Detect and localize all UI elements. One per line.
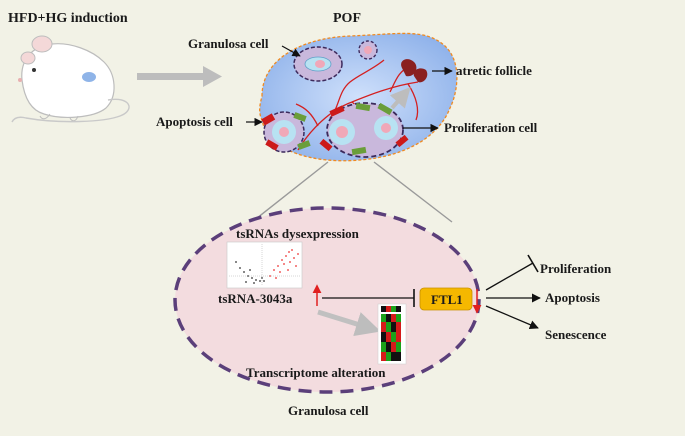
ftl1-label: FTL1 [431,292,463,307]
ftl1-box [419,287,473,311]
apoptosis-cell-label: Apoptosis cell [156,114,233,129]
proliferation-follicle [319,102,409,158]
atretic-follicle-label: atretic follicle [456,63,532,78]
follicle-top [293,40,378,82]
transcriptome-alteration-label: Transcriptome alteration [246,365,386,380]
tsrnas-dysexpression-label: tsRNAs dysexpression [236,226,360,241]
granulosa-cell-bottom-label: Granulosa cell [288,403,369,418]
induction-arrow [137,66,222,87]
volcano-plot-thumbnail [226,241,303,289]
tsrna-label: tsRNA-3043a [218,291,293,306]
induction-label: HFD+HG induction [8,11,128,26]
atretic-follicle-shape [401,59,428,83]
mouse-icon [11,35,130,123]
proliferation-cell-label: Proliferation cell [444,120,538,135]
granulosa-cell-top-label: Granulosa cell [188,36,269,51]
apoptosis-follicle [261,111,311,153]
heatmap-thumbnail [377,303,407,365]
outcome-connectors [485,254,541,329]
pof-label: POF [333,11,361,26]
outcome-senescence: Senescence [545,327,607,342]
outcome-apoptosis: Apoptosis [545,290,600,305]
ovary [259,32,458,162]
outcome-proliferation: Proliferation [540,261,612,276]
